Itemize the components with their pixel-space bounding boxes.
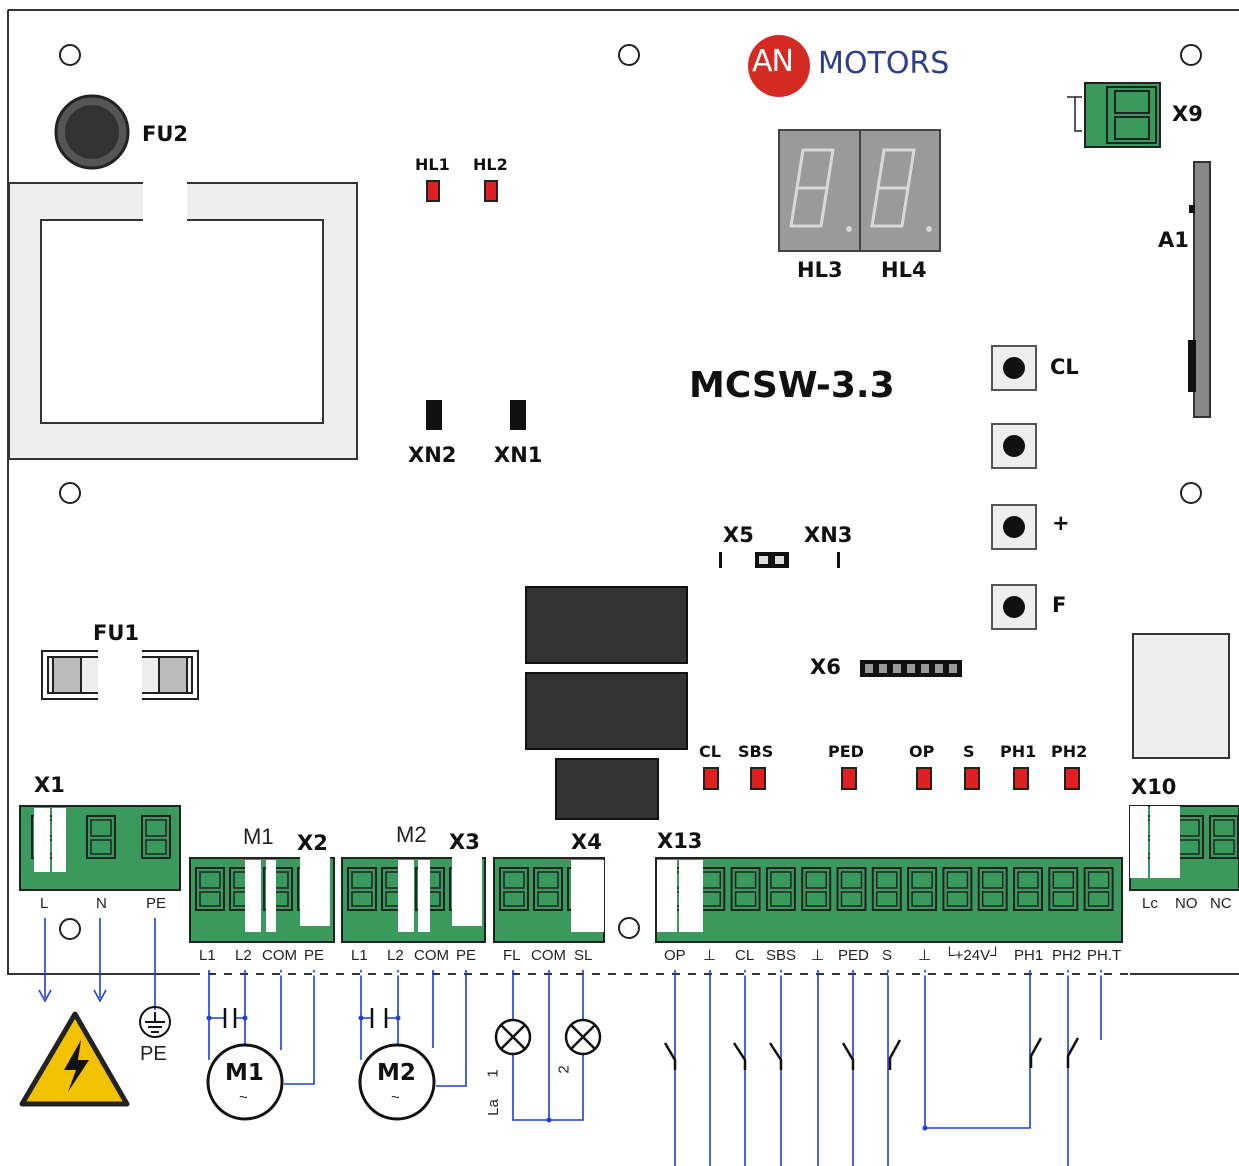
fu1-label: FU1 [93, 621, 140, 645]
logo-text: MOTORS [818, 46, 950, 81]
terminal-x13-6: S [882, 947, 893, 964]
button-cl[interactable] [991, 345, 1037, 391]
terminal-x10-0: Lc [1142, 895, 1158, 912]
hl4-label: HL4 [881, 258, 927, 282]
pe-ground-label: PE [140, 1043, 167, 1065]
xn1-label: XN1 [494, 443, 543, 467]
lamp-note: La [484, 1099, 502, 1116]
terminal-x4-2: SL [574, 947, 593, 964]
button-f-label: F [1052, 593, 1067, 617]
terminal-x3-3: PE [456, 947, 477, 964]
terminal-x13-9: PH1 [1014, 947, 1044, 964]
hl2-label: HL2 [473, 155, 508, 174]
logo-circle [748, 35, 810, 97]
terminal-x13-5: PED [838, 947, 869, 964]
led-label-ph1: PH1 [1000, 742, 1037, 761]
motor-m2-tilde: ~ [391, 1089, 400, 1106]
terminal-x2-3: PE [304, 947, 325, 964]
motor-m2-label: M2 [377, 1060, 416, 1086]
terminal-x13-11: PH.T [1087, 947, 1122, 964]
motor-m2 [358, 1043, 436, 1121]
led-label-ph2: PH2 [1051, 742, 1088, 761]
switch-symbols [663, 1037, 1080, 1070]
a1-module [1193, 161, 1211, 418]
x6-label: X6 [810, 655, 841, 679]
button-minus[interactable] [991, 423, 1037, 469]
lamp2-label: 2 [555, 1065, 573, 1074]
terminal-x13-1: ⊥ [703, 947, 717, 964]
xn3-label: XN3 [804, 523, 853, 547]
model-title: MCSW-3.3 [689, 365, 895, 406]
x4-label: X4 [571, 830, 602, 854]
hl3-label: HL3 [797, 258, 843, 282]
xn2-label: XN2 [408, 443, 457, 467]
x10-label: X10 [1131, 775, 1177, 799]
terminal-x4-0: FL [503, 947, 521, 964]
x9-label: X9 [1172, 102, 1203, 126]
logo-mark: AN [752, 44, 794, 79]
motor-m1 [206, 1043, 284, 1121]
x2-label: X2 [297, 831, 328, 855]
terminal-x1-1: N [96, 895, 107, 912]
terminal-x3-2: COM [414, 947, 449, 964]
lamps [494, 1018, 602, 1056]
terminal-x13-0: OP [664, 947, 686, 964]
terminal-blocks [19, 805, 1239, 943]
motor-m1-tilde: ~ [239, 1089, 248, 1106]
terminal-x13-2: CL [735, 947, 755, 964]
terminal-x13-3: SBS [766, 947, 797, 964]
terminal-x1-2: PE [146, 895, 167, 912]
terminal-x3-1: L2 [387, 947, 404, 964]
motor-m1-label: M1 [225, 1060, 264, 1086]
lamp1-label: 1 [484, 1069, 502, 1078]
x3-label: X3 [449, 830, 480, 854]
x1-label: X1 [34, 773, 65, 797]
seven-segment-display [778, 129, 941, 252]
terminal-x3-0: L1 [351, 947, 368, 964]
m1-label: M1 [243, 824, 274, 849]
button-f[interactable] [991, 584, 1037, 630]
terminal-x13-8: └+24V┘ [944, 947, 1001, 964]
m2-label: M2 [396, 822, 427, 847]
relay-2 [525, 672, 688, 750]
led-label-s: S [963, 742, 975, 761]
button-plus-label: + [1052, 511, 1070, 535]
terminal-x13-7: ⊥ [918, 947, 932, 964]
terminal-x10-1: NO [1175, 895, 1198, 912]
terminal-x2-0: L1 [199, 947, 216, 964]
a1-label: A1 [1158, 228, 1189, 252]
input-leds [703, 767, 1080, 790]
led-label-op: OP [909, 742, 935, 761]
hl1-label: HL1 [415, 155, 450, 174]
fu2-label: FU2 [142, 122, 189, 146]
led-label-ped: PED [828, 742, 864, 761]
terminal-x13-10: PH2 [1052, 947, 1082, 964]
x13-label: X13 [657, 829, 703, 853]
relay-1 [525, 586, 688, 664]
ground-icon [139, 1006, 171, 1038]
terminal-x10-2: NC [1210, 895, 1232, 912]
relay-3 [555, 758, 659, 820]
terminal-x1-0: L [40, 895, 49, 912]
high-voltage-warning-icon [19, 1011, 130, 1107]
x10-relay [1132, 633, 1230, 759]
led-label-cl: CL [699, 742, 721, 761]
button-cl-label: CL [1050, 355, 1079, 379]
x5-label: X5 [723, 523, 754, 547]
mounting-holes [59, 44, 1202, 940]
terminal-x2-2: COM [262, 947, 297, 964]
button-plus[interactable] [991, 504, 1037, 550]
led-label-sbs: SBS [738, 742, 774, 761]
terminal-x13-4: ⊥ [811, 947, 825, 964]
terminal-x2-1: L2 [235, 947, 252, 964]
terminal-x4-1: COM [531, 947, 566, 964]
